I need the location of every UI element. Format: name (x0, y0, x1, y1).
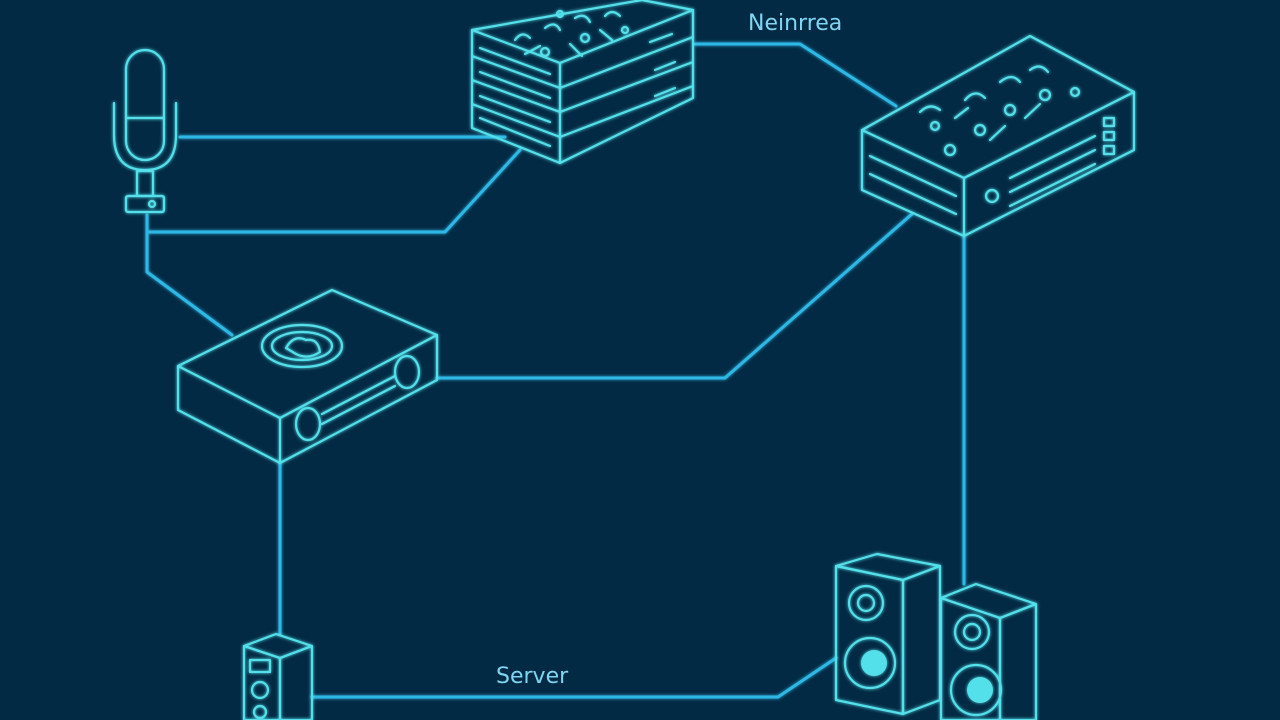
microphone-icon (112, 48, 178, 214)
label-server: Server (496, 664, 569, 689)
speaker-icon (834, 552, 1038, 720)
wire-mic-to-top-server-lower (145, 148, 522, 234)
rack-server-icon (470, 0, 695, 165)
wire-mic-to-hub (145, 213, 234, 337)
hub-box-icon (176, 288, 439, 465)
tower-icon (242, 632, 314, 720)
wire-hub-to-switch (435, 212, 914, 380)
label-top-right: Neinrrea (748, 11, 842, 36)
wire-tower-to-speakers (310, 656, 838, 699)
connections (145, 42, 966, 699)
network-switch-icon (860, 34, 1136, 238)
wire-top-server-to-switch (693, 42, 898, 108)
